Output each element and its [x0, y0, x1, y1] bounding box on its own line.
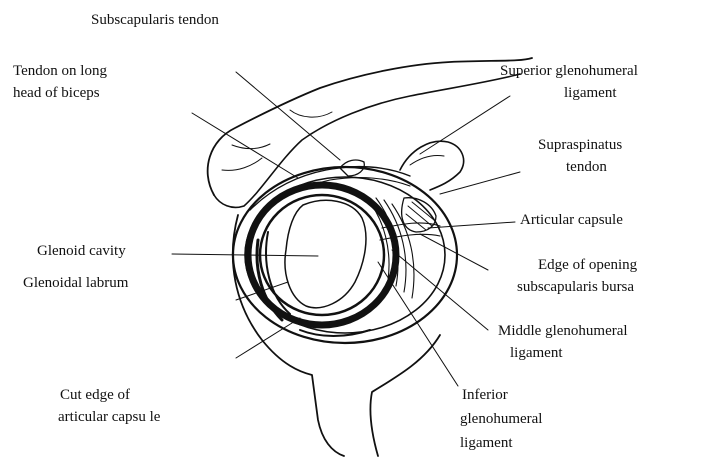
label-middle-gh-line1: Middle glenohumeral [498, 320, 628, 342]
label-edge-opening-line1: Edge of opening [538, 254, 637, 276]
label-subscapularis-tendon: Subscapularis tendon [91, 9, 219, 31]
label-superior-gh-line2: ligament [564, 82, 617, 104]
label-articular-capsule: Articular capsule [520, 209, 623, 231]
label-inferior-gh-line1: Inferior [462, 384, 508, 406]
label-middle-gh-line2: ligament [510, 342, 563, 364]
label-inferior-gh-line3: ligament [460, 432, 513, 454]
label-inferior-gh-line2: glenohumeral [460, 408, 542, 430]
label-glenoidal-labrum: Glenoidal labrum [23, 272, 128, 294]
label-edge-opening-line2: subscapularis bursa [517, 276, 634, 298]
label-glenoid-cavity: Glenoid cavity [37, 240, 126, 262]
label-cut-edge-line1: Cut edge of [60, 384, 130, 406]
label-biceps-tendon-line1: Tendon on long [13, 60, 107, 82]
acromion-outline [208, 58, 532, 195]
glenoid-cavity [285, 200, 366, 307]
label-biceps-tendon-line2: head of biceps [13, 82, 100, 104]
label-cut-edge-line2: articular capsu le [58, 406, 160, 428]
label-superior-gh-line1: Superior glenohumeral [500, 60, 638, 82]
label-supraspinatus-line1: Supraspinatus [538, 134, 622, 156]
label-supraspinatus-line2: tendon [566, 156, 607, 178]
